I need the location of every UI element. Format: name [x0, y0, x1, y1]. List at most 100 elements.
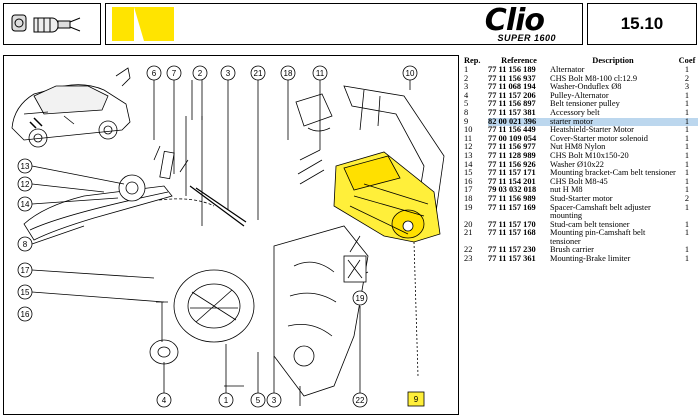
svg-text:3: 3	[272, 396, 277, 405]
section-code-box: 15.10	[587, 3, 697, 45]
svg-text:18: 18	[284, 69, 293, 78]
reference-cell: 82 00 021 396	[488, 117, 550, 127]
svg-text:22: 22	[356, 396, 365, 405]
rep-cell: 23	[464, 255, 473, 264]
parts-table-header: Rep. Reference Description Coef	[464, 56, 698, 66]
rep-cell: 9	[464, 117, 488, 127]
reference-cell: 77 11 156 937	[488, 74, 536, 83]
svg-text:12: 12	[21, 180, 30, 189]
svg-text:21: 21	[254, 69, 263, 78]
coef-cell: 1	[684, 177, 690, 186]
reference-cell: 77 11 157 170	[488, 220, 536, 229]
starter-motor-highlight	[333, 151, 441, 377]
svg-text:13: 13	[21, 162, 30, 171]
description-cell: CHS Bolt M10x150-20	[550, 151, 629, 160]
coef-cell: 1	[684, 100, 690, 109]
reference-cell: 77 11 156 977	[488, 143, 536, 152]
callout-14: 14	[17, 196, 33, 212]
description-cell: nut H M8	[550, 186, 583, 195]
coef-cell: 1	[684, 160, 690, 169]
table-row[interactable]: 5 77 11 156 897 Belt tensioner pulley 1	[464, 100, 698, 109]
rep-cell: 19	[464, 203, 473, 212]
starter-motor-icon	[11, 14, 81, 33]
coef-cell: 1	[684, 126, 690, 135]
belt-group	[23, 116, 247, 241]
svg-text:3: 3	[226, 69, 231, 78]
alternator-outline	[149, 269, 255, 400]
coef-cell: 1	[684, 169, 690, 178]
svg-text:14: 14	[21, 200, 30, 209]
rep-cell: 15	[464, 169, 473, 178]
description-cell: Washer Ø10x22	[550, 160, 604, 169]
description-cell: CHS Bolt M8-100 cl:12.9	[550, 74, 638, 83]
callout-8: 8	[17, 236, 33, 252]
reference-cell: 77 11 154 201	[488, 177, 536, 186]
description-cell: Cover-Starter motor solenoid	[550, 134, 648, 143]
svg-text:2: 2	[198, 69, 203, 78]
description-cell: Belt tensioner pulley	[550, 100, 620, 109]
callout-1: 1	[218, 392, 234, 408]
svg-text:17: 17	[21, 266, 30, 275]
callout-4: 4	[156, 392, 172, 408]
callout-10: 10	[402, 65, 418, 81]
header-description: Description	[592, 55, 634, 65]
callout-21: 21	[250, 65, 266, 81]
reference-cell: 77 11 156 449	[488, 126, 536, 135]
exploded-diagram: 6 7 2 3 21 18 11 10 13 12 14 8 17 15 16 …	[3, 55, 459, 415]
reference-cell: 77 11 128 989	[488, 151, 536, 160]
coef-cell: 1	[684, 220, 690, 229]
description-cell: starter motor	[550, 117, 676, 127]
callout-5: 5	[250, 392, 266, 408]
svg-text:6: 6	[152, 69, 157, 78]
description-cell: Pulley-Alternator	[550, 91, 609, 100]
svg-text:19: 19	[356, 294, 365, 303]
reference-cell: 77 11 156 897	[488, 100, 536, 109]
svg-text:11: 11	[316, 69, 325, 78]
description-cell: Stud-Starter motor	[550, 194, 613, 203]
svg-text:9: 9	[414, 395, 419, 404]
header-reference: Reference	[501, 55, 537, 65]
reference-cell: 77 11 157 230	[488, 246, 536, 255]
rep-cell: 18	[464, 194, 473, 203]
description-cell: Accessory belt	[550, 108, 600, 117]
coef-cell: 1	[684, 66, 690, 74]
svg-text:16: 16	[21, 310, 30, 319]
car-outline	[11, 67, 131, 148]
coef-cell: 1	[684, 229, 690, 238]
description-cell: Nut HM8 Nylon	[550, 143, 606, 152]
model-subtitle: SUPER 1600	[497, 33, 556, 43]
svg-text:5: 5	[256, 396, 261, 405]
header-icon-box	[3, 3, 101, 45]
reference-cell: 77 11 157 168	[488, 229, 536, 238]
svg-text:4: 4	[162, 396, 167, 405]
rep-cell: 20	[464, 220, 473, 229]
svg-text:15: 15	[21, 288, 30, 297]
rep-cell: 17	[464, 186, 473, 195]
svg-text:10: 10	[406, 69, 415, 78]
rep-cell: 5	[464, 100, 469, 109]
reference-cell: 77 11 157 169	[488, 203, 536, 212]
coef-cell: 1	[684, 134, 690, 143]
coef-cell: 1	[684, 143, 690, 152]
rep-cell: 8	[464, 108, 469, 117]
